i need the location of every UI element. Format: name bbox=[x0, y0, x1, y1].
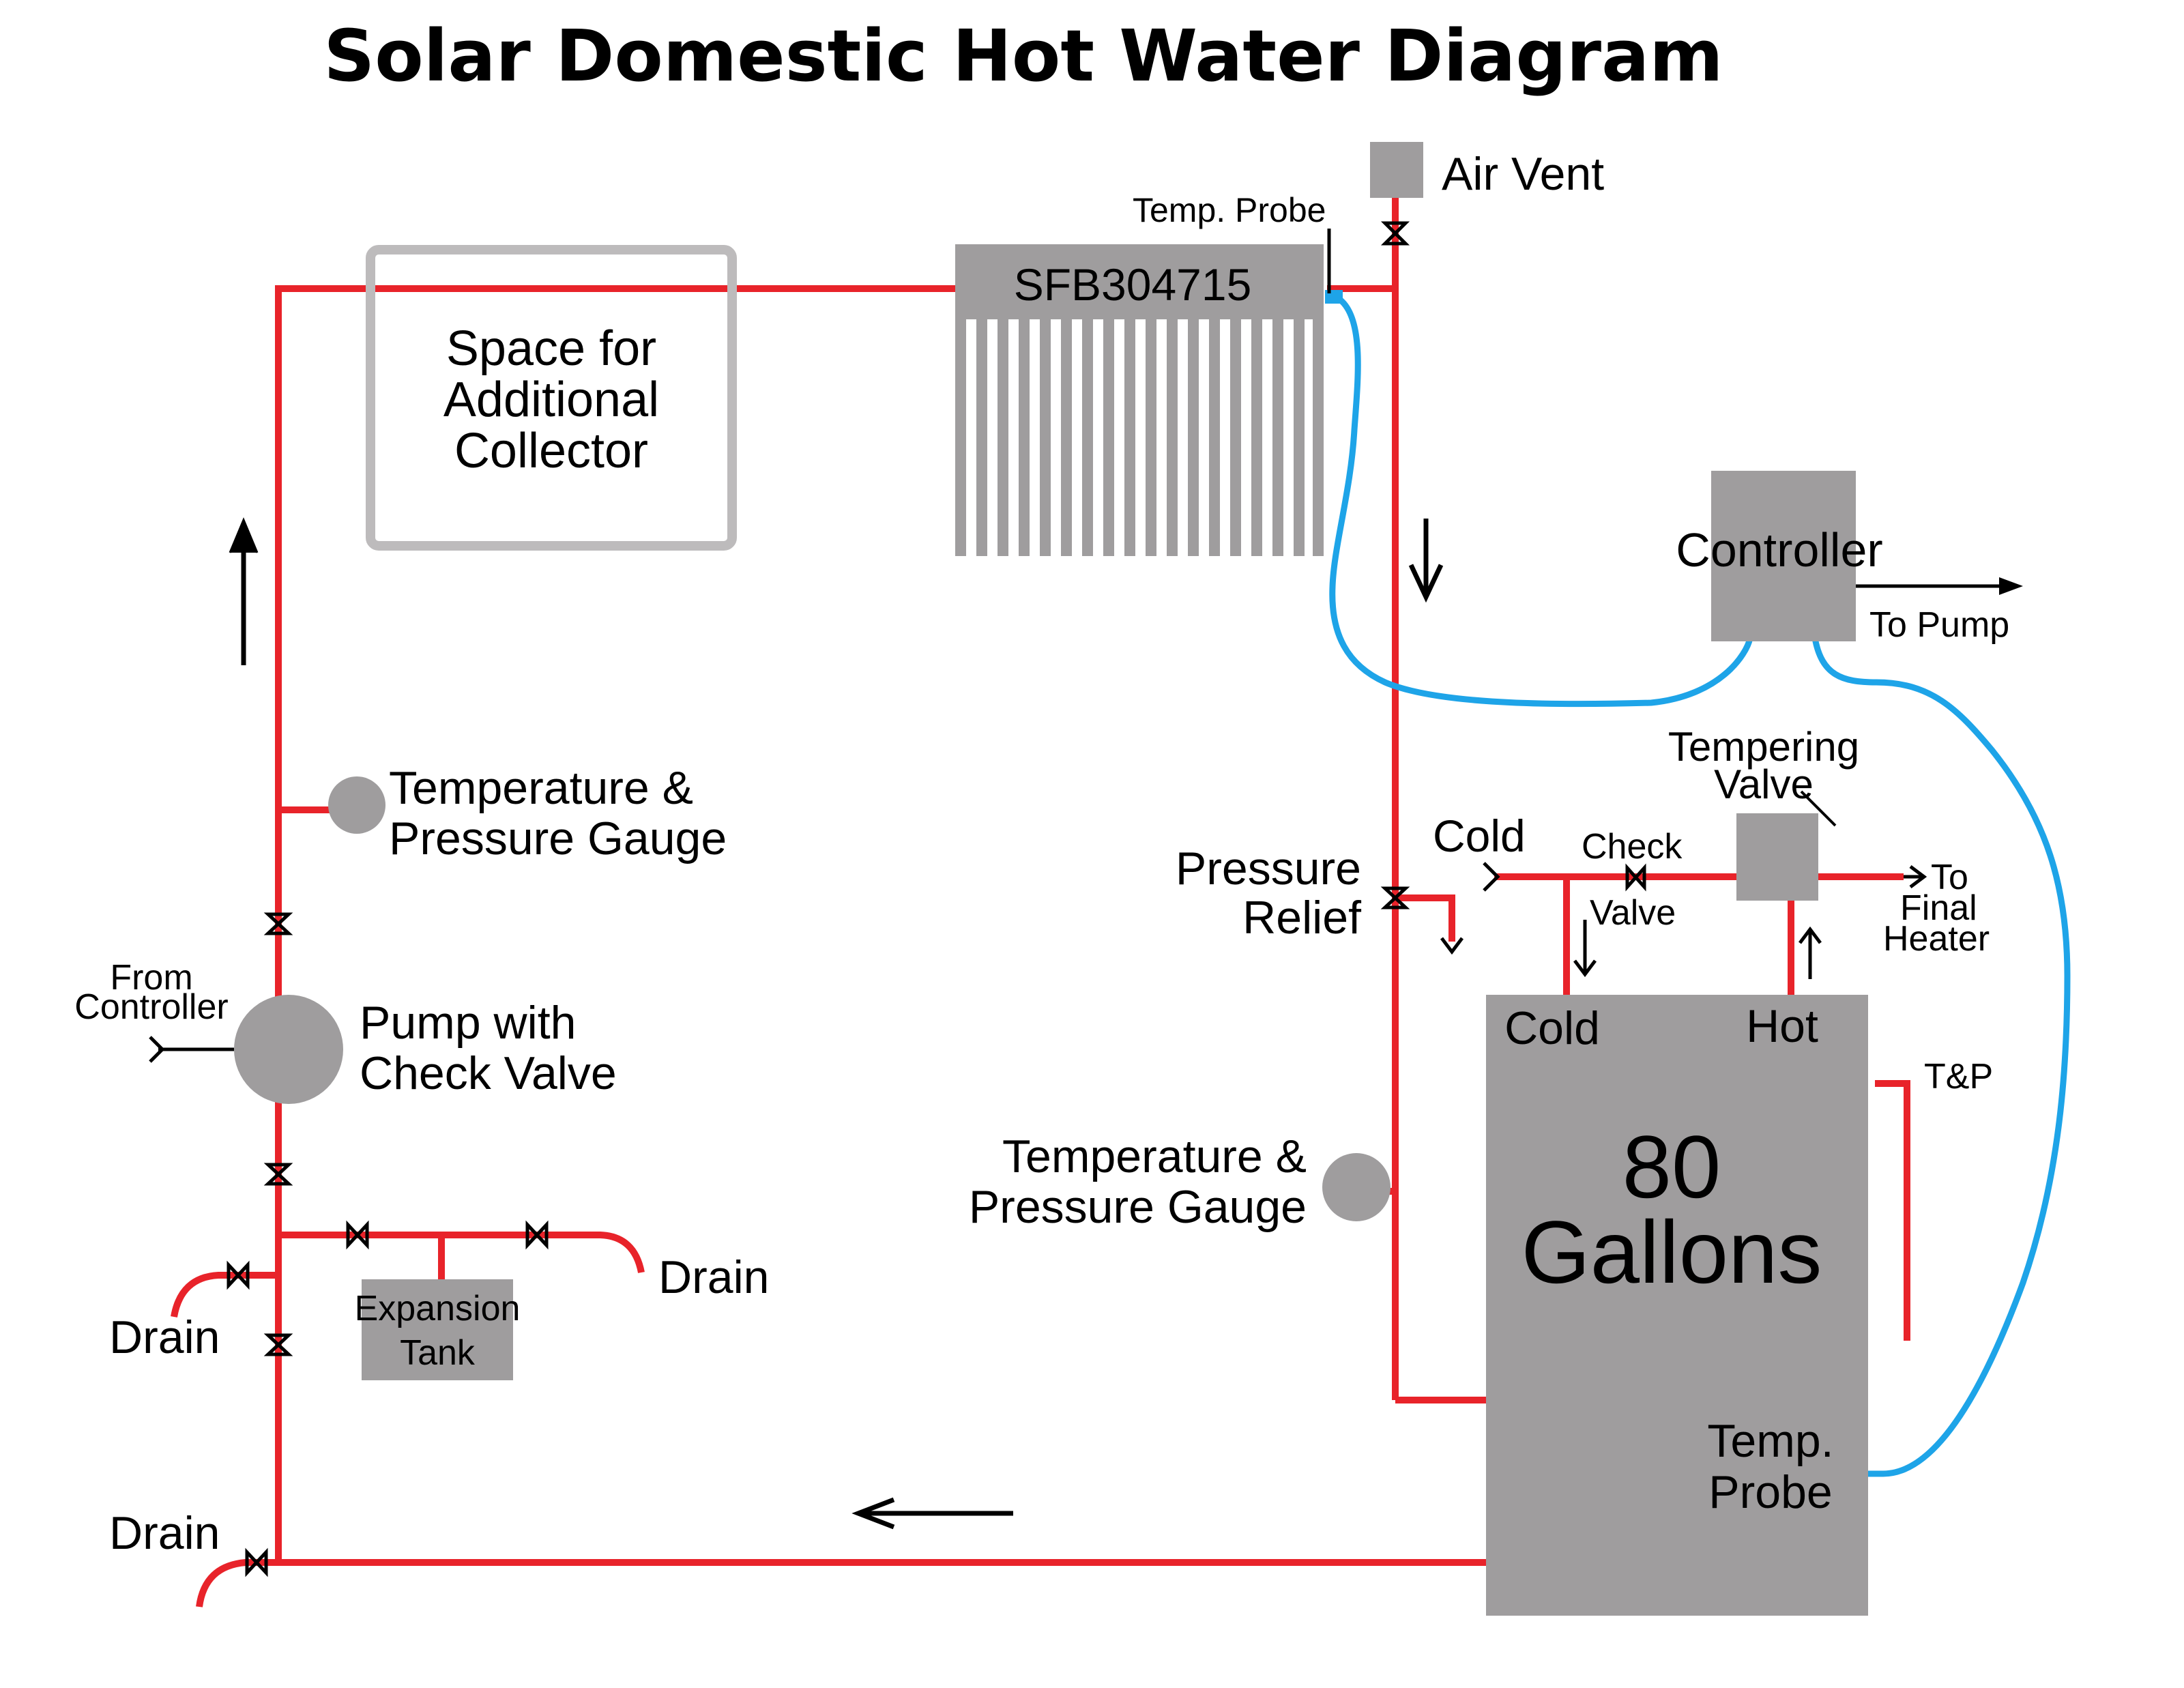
tank-probe-wire bbox=[1811, 635, 2071, 1477]
controller-label: Controller bbox=[1676, 523, 1882, 577]
pressure-relief-valve bbox=[1380, 886, 1410, 910]
pump-label-line1: Pump with bbox=[360, 997, 576, 1049]
cold-down-arrowhead bbox=[1573, 959, 1597, 978]
expansion-tank bbox=[362, 1279, 513, 1380]
pressure-relief-label-line1: Pressure bbox=[1176, 843, 1361, 894]
space-label-line3: Collector bbox=[454, 424, 648, 478]
pressure-relief-label-line2: Relief bbox=[1242, 892, 1361, 944]
tempering-label-line2: Valve bbox=[1714, 761, 1814, 807]
space-label-line1: Space for bbox=[446, 321, 656, 376]
right-gauge-label-line1: Temperature & bbox=[1002, 1131, 1307, 1182]
to-final-label-line2: Final bbox=[1900, 888, 1977, 928]
tank-temp-probe-label-line2: Probe bbox=[1708, 1466, 1832, 1518]
to-pump-arrowhead bbox=[1999, 577, 2023, 595]
tank-size-label: 80 bbox=[1622, 1117, 1721, 1217]
air-vent-valve bbox=[1380, 221, 1410, 246]
solar-collector: SFB304715 bbox=[955, 244, 1324, 556]
right-temperature-pressure-gauge bbox=[1322, 1153, 1391, 1221]
collector-tubes bbox=[955, 317, 1324, 556]
expansion-valve-left bbox=[346, 1220, 369, 1250]
drain-left-bottom-label: Drain bbox=[109, 1507, 220, 1559]
tempering-leader bbox=[1800, 790, 1837, 827]
valves bbox=[227, 221, 1646, 1577]
from-controller-tail bbox=[149, 1036, 165, 1063]
cold-inlet-label: Cold bbox=[1433, 811, 1526, 861]
air-vent-label: Air Vent bbox=[1442, 148, 1604, 200]
space-label-line2: Additional bbox=[443, 373, 659, 427]
expansion-manifold-pipe bbox=[278, 1232, 645, 1274]
left-mid-drain-valve bbox=[227, 1260, 250, 1290]
to-final-arrowhead bbox=[1909, 865, 1927, 888]
left-up-flow-arrowhead bbox=[229, 517, 259, 553]
tank-temp-probe-label-line1: Temp. bbox=[1707, 1415, 1833, 1467]
left-gauge-label-line2: Pressure Gauge bbox=[389, 813, 727, 864]
pressure-relief-arrowhead bbox=[1440, 937, 1464, 955]
sensor-wiring bbox=[1329, 297, 2071, 1477]
left-riser-valve-drain bbox=[263, 1333, 293, 1356]
coil-outlet-pipe bbox=[278, 1521, 1579, 1566]
left-riser-valve-lower bbox=[263, 1163, 293, 1186]
left-gauge-label-line1: Temperature & bbox=[389, 762, 693, 814]
tank-unit-label: Gallons bbox=[1521, 1202, 1822, 1302]
from-controller-label-line2: Controller bbox=[74, 987, 228, 1027]
left-mid-drain-pipe bbox=[171, 1272, 278, 1318]
tempering-valve bbox=[1736, 813, 1818, 901]
tank-hot-port-label: Hot bbox=[1746, 1000, 1818, 1052]
cold-check-valve bbox=[1625, 863, 1646, 892]
to-final-label-line3: Heater bbox=[1883, 919, 1990, 959]
diagram-title: Solar Domestic Hot Water Diagram bbox=[323, 14, 1723, 98]
left-bottom-drain-pipe bbox=[196, 1559, 278, 1607]
drain-right-label: Drain bbox=[658, 1251, 770, 1303]
storage-tank bbox=[1486, 995, 1868, 1616]
tempering-label-line1: Tempering bbox=[1668, 724, 1859, 770]
right-down-flow-arrowhead bbox=[1408, 564, 1444, 603]
pressure-relief-pipe bbox=[1395, 894, 1455, 942]
left-riser-valve-upper bbox=[263, 912, 293, 935]
controller-box bbox=[1711, 471, 1856, 641]
to-pump-label: To Pump bbox=[1869, 605, 2009, 645]
additional-collector-space bbox=[366, 245, 737, 551]
from-controller-label-line1: From bbox=[110, 958, 192, 998]
right-gauge-label-line2: Pressure Gauge bbox=[969, 1181, 1307, 1233]
tp-relief-pipe bbox=[1875, 1080, 1910, 1341]
bottom-left-flow-arrowhead bbox=[851, 1497, 895, 1530]
pump-label-line2: Check Valve bbox=[360, 1047, 617, 1099]
flow-arrows bbox=[229, 517, 1444, 1530]
expansion-tank-label-line1: Expansion bbox=[355, 1289, 521, 1328]
hot-up-arrowhead bbox=[1799, 926, 1822, 944]
collector-probe-wire bbox=[1329, 297, 1753, 708]
collector-temp-probe-label: Temp. Probe bbox=[1133, 191, 1326, 229]
check-valve-label-line1: Check bbox=[1582, 827, 1683, 867]
drain-left-mid-label: Drain bbox=[109, 1311, 220, 1363]
expansion-tank-label-line2: Tank bbox=[400, 1333, 476, 1373]
check-valve-label-line2: Valve bbox=[1590, 893, 1676, 933]
tank-cold-port-label: Cold bbox=[1504, 1002, 1600, 1054]
tp-relief-label: T&P bbox=[1924, 1057, 1993, 1096]
left-bottom-drain-valve bbox=[245, 1547, 268, 1577]
air-vent bbox=[1370, 142, 1423, 198]
to-final-label-line1: To bbox=[1931, 858, 1968, 897]
expansion-valve-right bbox=[525, 1220, 549, 1250]
pump-with-check-valve bbox=[234, 995, 343, 1104]
collector-model-label: SFB304715 bbox=[1014, 259, 1252, 310]
left-temperature-pressure-gauge bbox=[328, 776, 385, 834]
cold-inlet-arrow bbox=[1483, 862, 1500, 892]
collector-header bbox=[955, 244, 1324, 319]
